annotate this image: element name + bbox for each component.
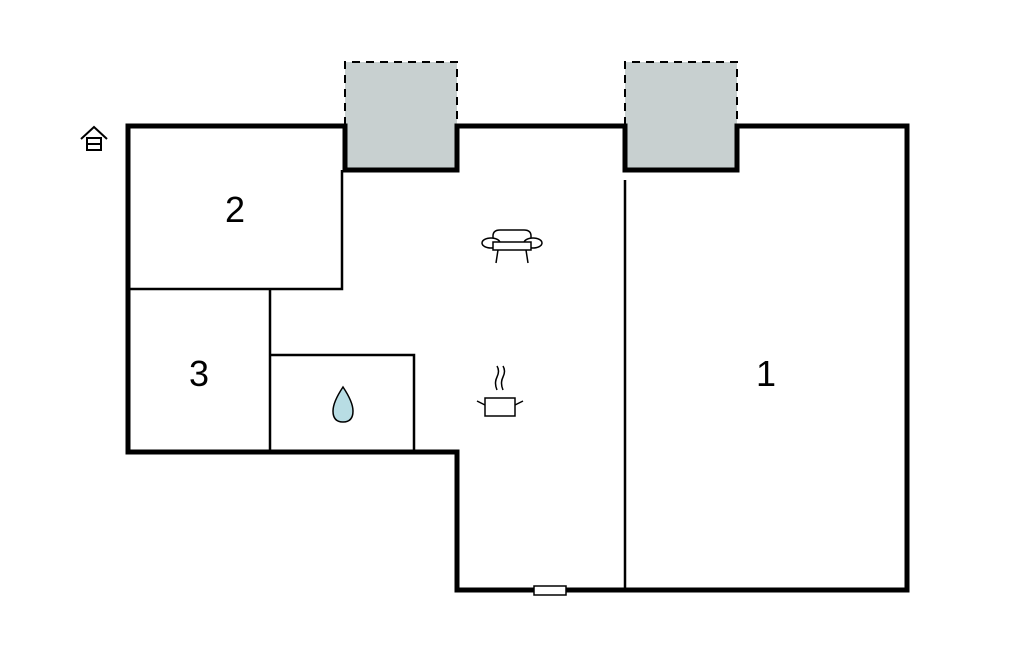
- door-marker: [533, 585, 567, 596]
- house-entrance-icon: [80, 125, 108, 151]
- room-label-3: 3: [189, 353, 209, 394]
- outer-wall: [125, 123, 910, 593]
- sofa-icon: [481, 229, 543, 264]
- interior-walls: [128, 170, 627, 590]
- terrace-left: [344, 61, 458, 170]
- water-drop-icon: [332, 385, 354, 423]
- room-label-2: 2: [225, 189, 245, 230]
- room-label-1: 1: [756, 353, 776, 394]
- cooking-pot-icon: [476, 365, 524, 417]
- terrace-right: [624, 61, 738, 170]
